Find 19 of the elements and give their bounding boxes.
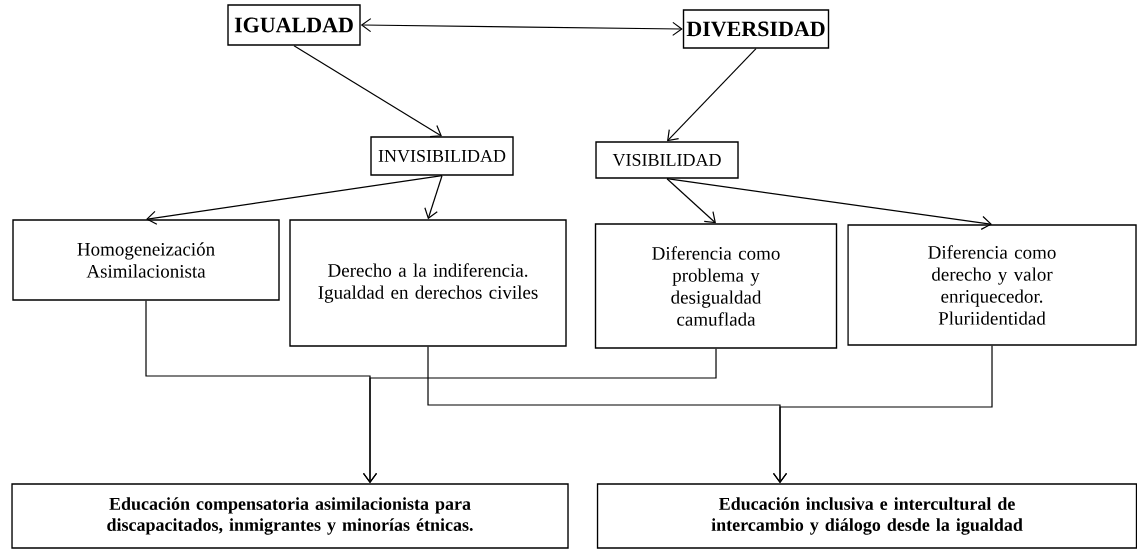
arrow [362, 348, 717, 484]
arrow [666, 178, 716, 224]
arrow [666, 178, 992, 230]
result-box: Educación compensatoria asimilacionista para discapacitados, inmigrantes y minorías étnicas. [11, 483, 569, 549]
arrow [667, 48, 757, 142]
arrow [293, 45, 442, 138]
arrow [360, 18, 683, 36]
process-box: Homogeneización Asimilacionista [12, 219, 280, 301]
arrow [146, 175, 443, 225]
title-box: DIVERSIDAD [682, 9, 830, 49]
arrow [424, 175, 443, 220]
process-box: Diferencia como derecho y valor enriquecedor. Pluriidentidad [847, 224, 1137, 346]
concept-box: INVISIBILIDAD [370, 136, 514, 176]
process-box: Derecho a la indiferencia. Igualdad en derechos civiles [289, 219, 567, 347]
concept-box: VISIBILIDAD [595, 141, 739, 179]
arrow [772, 345, 993, 484]
process-box: Diferencia como problema y desigualdad camuflada [594, 223, 838, 349]
title-box: IGUALDAD [227, 4, 361, 46]
result-box: Educación inclusiva e intercultural de intercambio y diálogo desde la igualdad [596, 483, 1137, 549]
